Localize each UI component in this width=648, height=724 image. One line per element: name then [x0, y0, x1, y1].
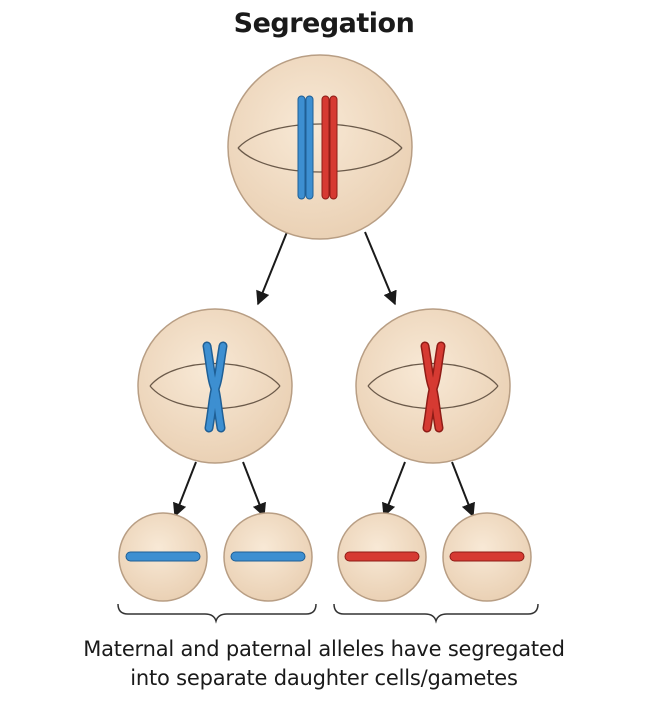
- maternal-chromosome: [230, 551, 306, 562]
- arrow-right-to-gamete-4: [451, 461, 475, 518]
- gamete-3: [337, 512, 427, 602]
- arrow-left-to-gamete-1: [173, 461, 197, 518]
- spindle-fiber: [237, 123, 403, 149]
- daughter-cell-right: [355, 308, 511, 464]
- brace-paternal: [333, 603, 539, 624]
- arrow-left-to-gamete-2: [242, 461, 266, 518]
- caption-line-1: Maternal and paternal alleles have segre…: [83, 637, 565, 661]
- brace-maternal: [117, 603, 317, 624]
- gamete-2: [223, 512, 313, 602]
- paternal-chromosome: [344, 551, 420, 562]
- paternal-chromosome: [449, 551, 525, 562]
- daughter-cell-left: [137, 308, 293, 464]
- gamete-4: [442, 512, 532, 602]
- spindle-fiber: [367, 362, 499, 387]
- arrow-parent-to-left: [256, 231, 288, 306]
- diagram-title: Segregation: [233, 8, 415, 39]
- caption-line-2: into separate daughter cells/gametes: [130, 666, 518, 690]
- paternal-chromosome: [321, 95, 338, 200]
- spindle-fiber: [237, 147, 403, 173]
- maternal-chromosome: [297, 95, 314, 200]
- spindle-fiber: [149, 362, 281, 387]
- arrow-parent-to-right: [364, 231, 397, 306]
- maternal-chromosome: [125, 551, 201, 562]
- gamete-1: [118, 512, 208, 602]
- arrow-right-to-gamete-3: [382, 461, 406, 518]
- paternal-chromosome: [420, 341, 446, 433]
- maternal-chromosome: [202, 341, 228, 433]
- parent-cell: [227, 54, 413, 240]
- arrows: [173, 231, 475, 518]
